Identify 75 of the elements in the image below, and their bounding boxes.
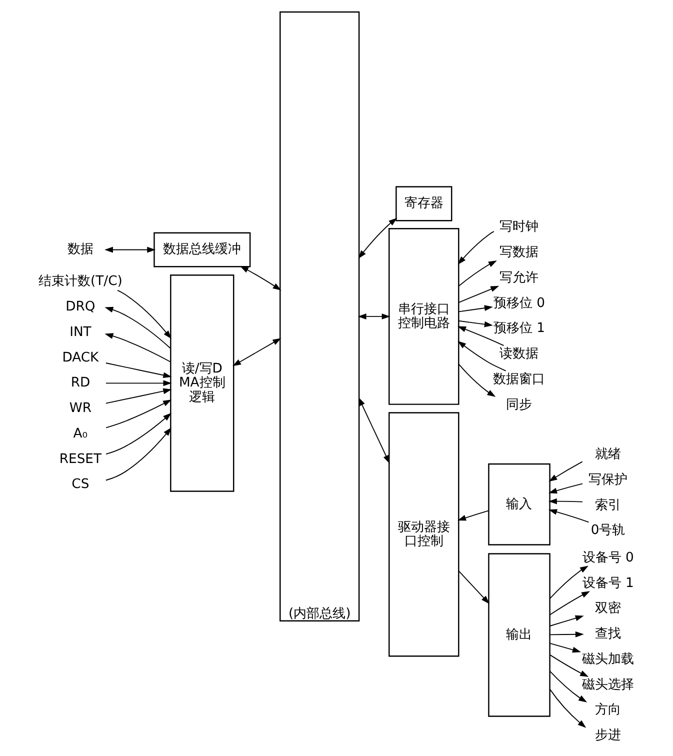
arrow <box>232 338 282 366</box>
arrow <box>458 510 489 521</box>
arrow <box>458 364 496 397</box>
arrow <box>549 631 584 638</box>
arrow <box>549 670 588 702</box>
arrow <box>106 400 172 428</box>
arrow <box>106 412 172 455</box>
node-text: INT <box>70 324 92 340</box>
node-text: CS <box>72 477 90 492</box>
arrow <box>458 305 493 312</box>
arrow <box>105 362 172 378</box>
node-text: 双密 <box>595 601 622 616</box>
node-text: A₀ <box>73 426 88 442</box>
node-text: 磁头选择 <box>582 677 634 692</box>
node-text: 写时钟 <box>500 220 539 235</box>
node-box: (内部总线) <box>280 11 360 622</box>
arrow <box>458 260 497 286</box>
node-box: 串行接口控制电路 <box>388 228 460 405</box>
arrow <box>550 654 589 677</box>
node-text: 写允许 <box>500 270 539 286</box>
arrow <box>458 326 504 346</box>
node-text: 设备号 0 <box>582 550 634 566</box>
arrow <box>549 688 586 728</box>
node-text: 查找 <box>595 626 622 642</box>
node-text: RESET <box>59 452 102 467</box>
node-text: DRQ <box>66 300 96 315</box>
node-text: 0号轨 <box>590 523 626 538</box>
arrow <box>358 397 390 464</box>
node-box: 寄存器 <box>396 186 452 222</box>
arrow <box>548 509 590 523</box>
node-text: 写保护 <box>588 472 628 488</box>
arrow <box>117 290 172 339</box>
arrow <box>549 615 584 626</box>
arrow <box>104 333 171 362</box>
arrow <box>104 246 156 253</box>
node-text: 预移位 0 <box>493 296 546 311</box>
arrow <box>550 566 588 599</box>
arrow <box>458 230 494 265</box>
arrow <box>458 340 506 372</box>
arrow <box>548 483 583 494</box>
node-text: WR <box>69 401 92 416</box>
node-box: 数据总线缓冲 <box>154 232 251 268</box>
node-text: 数据窗口 <box>493 372 546 387</box>
node-text: 数据 <box>67 242 94 258</box>
node-text: 索引 <box>595 498 622 513</box>
arrow <box>548 498 583 504</box>
node-text: 读数据 <box>500 346 539 362</box>
node-text: RD <box>70 376 90 391</box>
node-text: 磁头加载 <box>582 652 634 667</box>
arrow <box>105 380 172 386</box>
node-text: 同步 <box>506 397 532 412</box>
node-text: DACK <box>62 350 99 366</box>
arrow <box>358 218 398 259</box>
node-text: 结束计数(T/C) <box>38 274 122 290</box>
node-box: 输入 <box>488 463 550 546</box>
arrow <box>358 313 390 320</box>
arrow <box>549 642 581 653</box>
node-text: 步进 <box>595 728 622 744</box>
node-box: 输出 <box>488 553 550 717</box>
node-box: 驱动器接口控制 <box>388 412 460 657</box>
arrow <box>549 591 590 616</box>
node-text: 写数据 <box>500 245 539 260</box>
arrow <box>548 461 583 482</box>
arrow <box>105 427 172 481</box>
node-text: 方向 <box>595 702 622 718</box>
node-text: 设备号 1 <box>582 576 634 591</box>
arrow <box>458 570 490 604</box>
arrow <box>104 306 171 349</box>
node-text: 就绪 <box>595 447 622 462</box>
arrow <box>105 388 172 404</box>
node-box: 读/写DMA控制逻辑 <box>170 274 234 492</box>
arrow <box>458 286 500 303</box>
arrow <box>458 320 493 328</box>
arrow <box>240 266 282 290</box>
node-text: 预移位 1 <box>493 321 546 336</box>
